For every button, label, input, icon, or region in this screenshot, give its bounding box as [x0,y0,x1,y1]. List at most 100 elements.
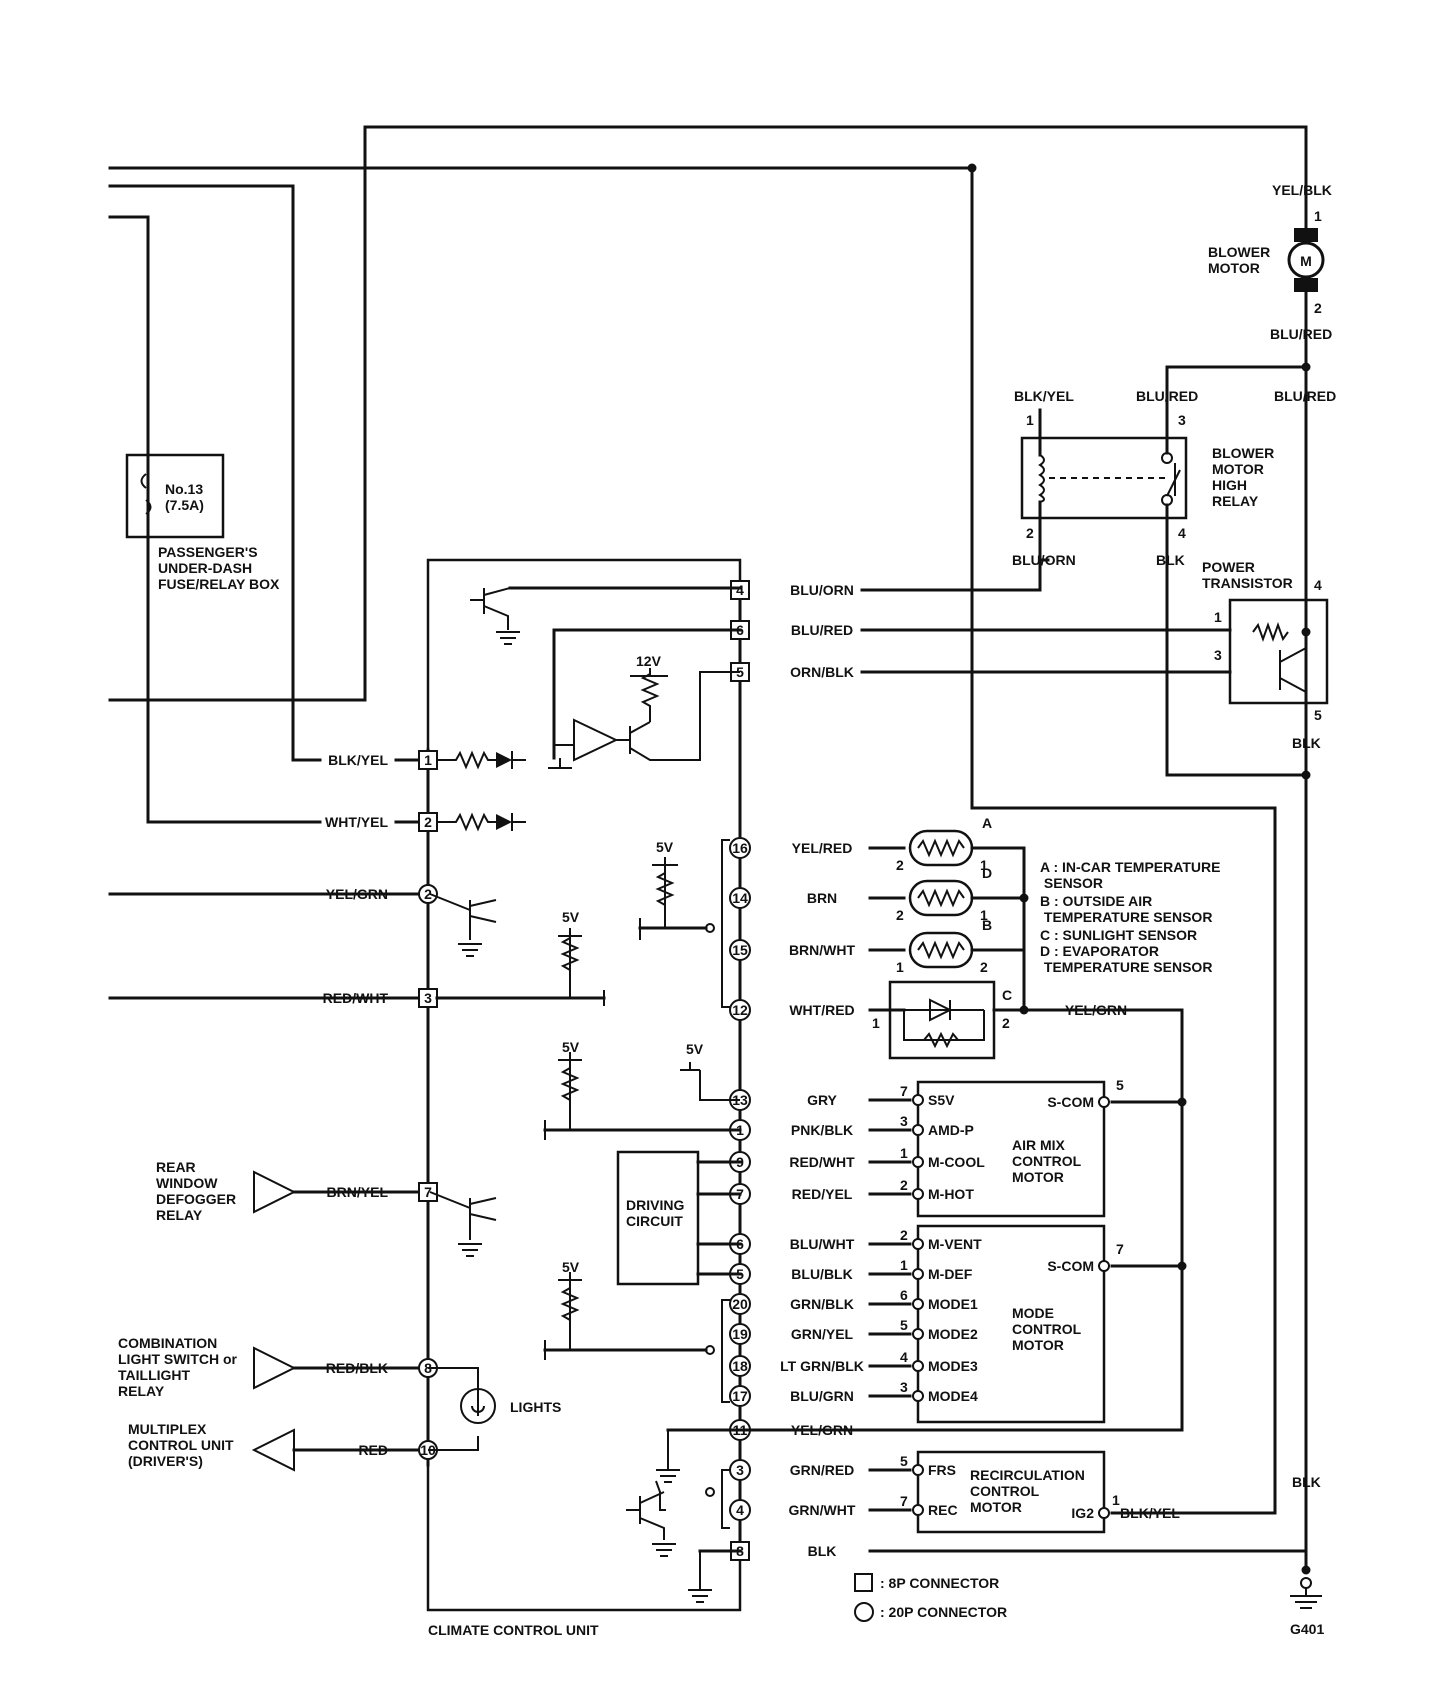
relay-pin-2: 2 [1026,525,1034,541]
sensor-thermistor-0 [917,838,965,858]
right-connector-4 [729,887,751,909]
right-pin-4: 14 [732,890,748,906]
sensor-pin-r-1: 1 [980,907,988,923]
mode-term-2: MODE1 [928,1296,978,1312]
right-wire-label-11: BLU/WHT [790,1236,855,1252]
left-wire-label-2: YEL/GRN [326,886,388,902]
mode-terminal-0 [912,1238,924,1250]
air_mix-terminal-1 [912,1124,924,1136]
right-connector-13 [729,1293,751,1315]
right-pin-13: 20 [732,1296,748,1312]
mode-term-1: M-DEF [928,1266,973,1282]
sensor-body-2 [908,931,974,969]
left-diode-bar-0 [511,751,526,769]
mode-pin-5: 3 [900,1379,908,1395]
recirc-terminal-0 [912,1464,924,1476]
right-pin-5: 15 [732,942,748,958]
mode-pin-2: 6 [900,1287,908,1303]
right-pin-7: 13 [732,1092,748,1108]
v5e: 5V [562,1259,580,1275]
right-wire-label-2: ORN/BLK [790,664,854,680]
climate-unit-label: CLIMATE CONTROL UNIT [428,1622,599,1638]
left-diode-1 [496,814,512,830]
left-wire-label-0: BLK/YEL [328,752,388,768]
left-resistor-1 [437,812,496,832]
wire-label-blu-red-a: BLU/RED [1270,326,1332,342]
left-pin-2: 2 [424,886,432,902]
mode-pin-0: 2 [900,1227,908,1243]
right-wire-label-4: BRN [807,890,837,906]
right-pin-15: 18 [732,1358,748,1374]
mode-term-5: MODE4 [928,1388,978,1404]
sunlight-sensor-diode [903,998,985,1041]
right-wire-label-12: BLU/BLK [791,1266,852,1282]
legend-20p: : 20P CONNECTOR [880,1604,1007,1620]
right-pin-6: 12 [732,1002,748,1018]
right-wire-label-7: GRY [807,1092,837,1108]
sensor-pin-l-0: 2 [896,857,904,873]
air_mix-scom-terminal [1098,1096,1110,1108]
sensor-thermistor-1 [917,888,965,908]
air_mix-pin-1: 3 [900,1113,908,1129]
air_mix-terminal-0 [912,1094,924,1106]
right-wire-label-20: BLK [808,1543,837,1559]
air_mix-term-1: AMD-P [928,1122,974,1138]
right-pin-19: 4 [736,1502,744,1518]
right-pin-3: 16 [732,840,748,856]
right-connector-5 [729,939,751,961]
motor-terminal-layer: S5V7AMD-P3M-COOL1M-HOT2M-VENT2M-DEF1MODE… [900,1077,1180,1521]
right-wire-label-5: BRN/WHT [789,942,856,958]
pin-m1: 1 [1314,208,1322,224]
sensor-pin-l-1: 2 [896,907,904,923]
sensor-body-0 [908,829,974,867]
wire-label-yel-blk: YEL/BLK [1272,182,1332,198]
left-diode-bar-1 [511,813,526,831]
mode-pin-3: 5 [900,1317,908,1333]
air_mix-term-0: S5V [928,1092,955,1108]
connector-legend: : 8P CONNECTOR : 20P CONNECTOR [854,1573,1007,1622]
right-wire-label-9: RED/WHT [789,1154,855,1170]
recirc-terminal-1 [912,1504,924,1516]
right-wire-label-1: BLU/RED [791,622,853,638]
sensor-junction-1 [1019,893,1029,903]
wire-label-blk-yel-top: BLK/YEL [1014,388,1074,404]
mode-terminal-1 [912,1268,924,1280]
right-pin-18: 3 [736,1462,744,1478]
right-connector-3 [729,837,751,859]
right-connector-14 [729,1323,751,1345]
tr-pin-1: 1 [1214,609,1222,625]
left-wire-label-6: RED [358,1442,388,1458]
right-connector-6 [729,999,751,1021]
recirc-term-1: REC [928,1502,958,1518]
left-wire-label-3: RED/WHT [323,990,389,1006]
recirc-term-0: FRS [928,1462,956,1478]
left-pin-3: 3 [424,990,432,1006]
air_mix-scom: S-COM [1047,1094,1094,1110]
left-pin-4: 7 [424,1184,432,1200]
right-wire-label-10: RED/YEL [792,1186,853,1202]
mode-pin-1: 1 [900,1257,908,1273]
right-wire-label-13: GRN/BLK [790,1296,854,1312]
sensor-pin-r-2: 2 [980,959,988,975]
sensor-pin-l-2: 1 [896,959,904,975]
recirc-ig2: IG2 [1071,1505,1094,1521]
fuse-rating: (7.5A) [165,497,204,513]
right-connector-15 [729,1355,751,1377]
v5c: 5V [562,1039,580,1055]
left-pin-layer: 1BLK/YEL2WHT/YEL2YEL/GRN3RED/WHT7BRN/YEL… [318,750,606,1460]
